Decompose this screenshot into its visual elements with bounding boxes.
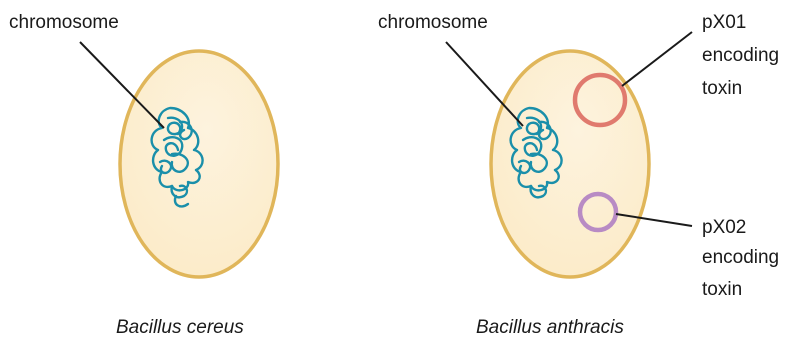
bacillus-cereus-cell xyxy=(120,51,278,277)
bacillus-anthracis-chromosome-label: chromosome xyxy=(378,12,488,33)
bacillus-cereus-chromosome-label: chromosome xyxy=(9,12,119,33)
bacillus-cereus-caption: Bacillus cereus xyxy=(116,317,244,338)
bacillus-anthracis-cell xyxy=(491,51,649,277)
plasmid-px01-label-line: encoding xyxy=(702,45,779,66)
bacillus-anthracis-cell-group: chromosome pX01 encoding toxin pX02 enco… xyxy=(378,12,784,338)
plasmid-px01-label-line: pX01 xyxy=(702,12,746,33)
bacillus-anthracis-caption: Bacillus anthracis xyxy=(476,317,624,338)
bacillus-cereus-cell-group: chromosome Bacillus cereus xyxy=(9,12,278,338)
plasmid-px01-leader xyxy=(622,32,692,86)
plasmid-px01-label: pX01 encoding toxin xyxy=(702,12,784,99)
plasmid-px02-label: pX02 encoding toxin xyxy=(702,217,784,300)
bacillus-anthracis-chromosome-leader xyxy=(446,42,523,126)
plasmid-px02-label-line: toxin xyxy=(702,279,742,300)
plasmid-px02-label-line: encoding xyxy=(702,247,779,268)
plasmid-px02-label-line: pX02 xyxy=(702,217,746,238)
plasmid-px01-label-line: toxin xyxy=(702,78,742,99)
